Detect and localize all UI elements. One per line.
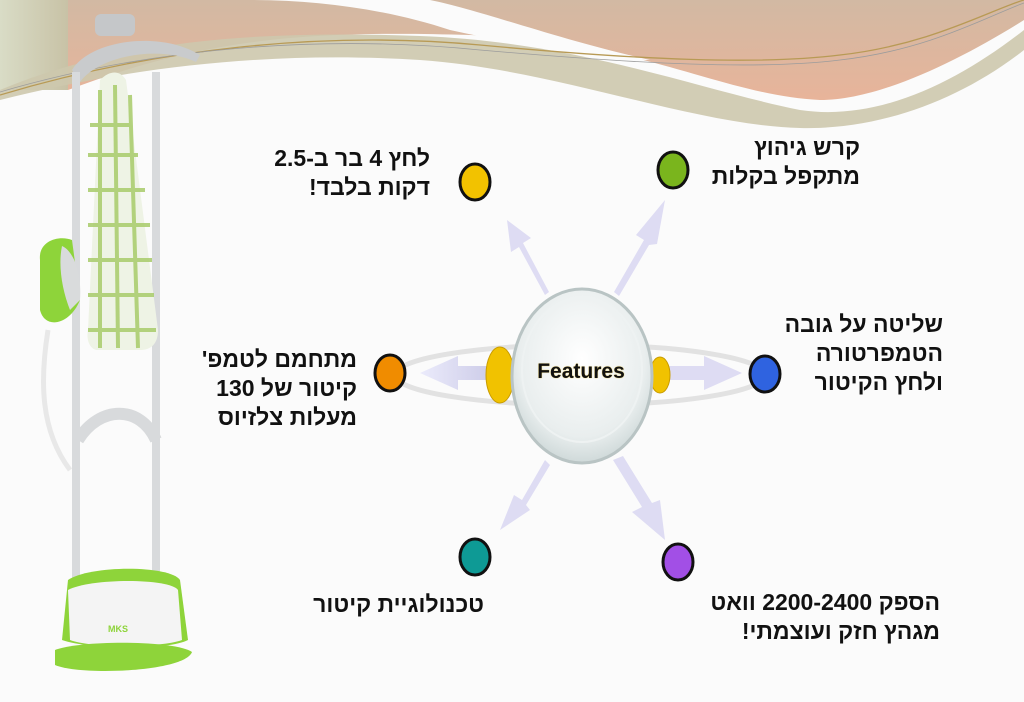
bullet-control — [748, 354, 782, 394]
feature-line: ולחץ הקיטור — [814, 369, 943, 395]
bullet-board — [656, 150, 690, 190]
feature-heating: מתחמם לטמפ' קיטור של 130 מעלות צלזיוס — [202, 345, 357, 432]
svg-text:MKS: MKS — [108, 624, 128, 634]
connector-arrows — [420, 200, 742, 540]
feature-line: מתקפל בקלות — [711, 163, 860, 189]
feature-line: דקות בלבד! — [309, 174, 430, 200]
feature-line: מעלות צלזיוס — [217, 404, 357, 430]
feature-power: הספק 2200-2400 וואט מגהץ חזק ועוצמתי! — [710, 588, 940, 646]
feature-bullets — [373, 150, 782, 582]
bullet-technology — [458, 537, 492, 577]
feature-line: לחץ 4 בר ב-2.5 — [274, 145, 430, 171]
feature-line: טכנולוגיית קיטור — [313, 591, 484, 617]
feature-line: קיטור של 130 — [216, 375, 357, 401]
feature-line: קרש גיהוץ — [754, 134, 860, 160]
center-node-features: Features — [537, 360, 625, 383]
feature-line: הטמפרטורה — [815, 340, 943, 366]
bullet-pressure — [458, 162, 492, 202]
feature-technology: טכנולוגיית קיטור — [313, 590, 484, 619]
feature-line: מגהץ חזק ועוצמתי! — [741, 618, 940, 644]
feature-pressure: לחץ 4 בר ב-2.5 דקות בלבד! — [274, 144, 430, 202]
feature-line: שליטה על גובה — [784, 311, 943, 337]
product-steamer-illustration: MKS — [39, 14, 200, 672]
feature-line: הספק 2200-2400 וואט — [710, 589, 940, 615]
feature-control: שליטה על גובה הטמפרטורה ולחץ הקיטור — [785, 310, 943, 397]
bullet-heating — [373, 353, 407, 393]
feature-line: מתחמם לטמפ' — [201, 346, 357, 372]
bullet-power — [661, 542, 695, 582]
feature-board: קרש גיהוץ מתקפל בקלות — [712, 133, 860, 191]
